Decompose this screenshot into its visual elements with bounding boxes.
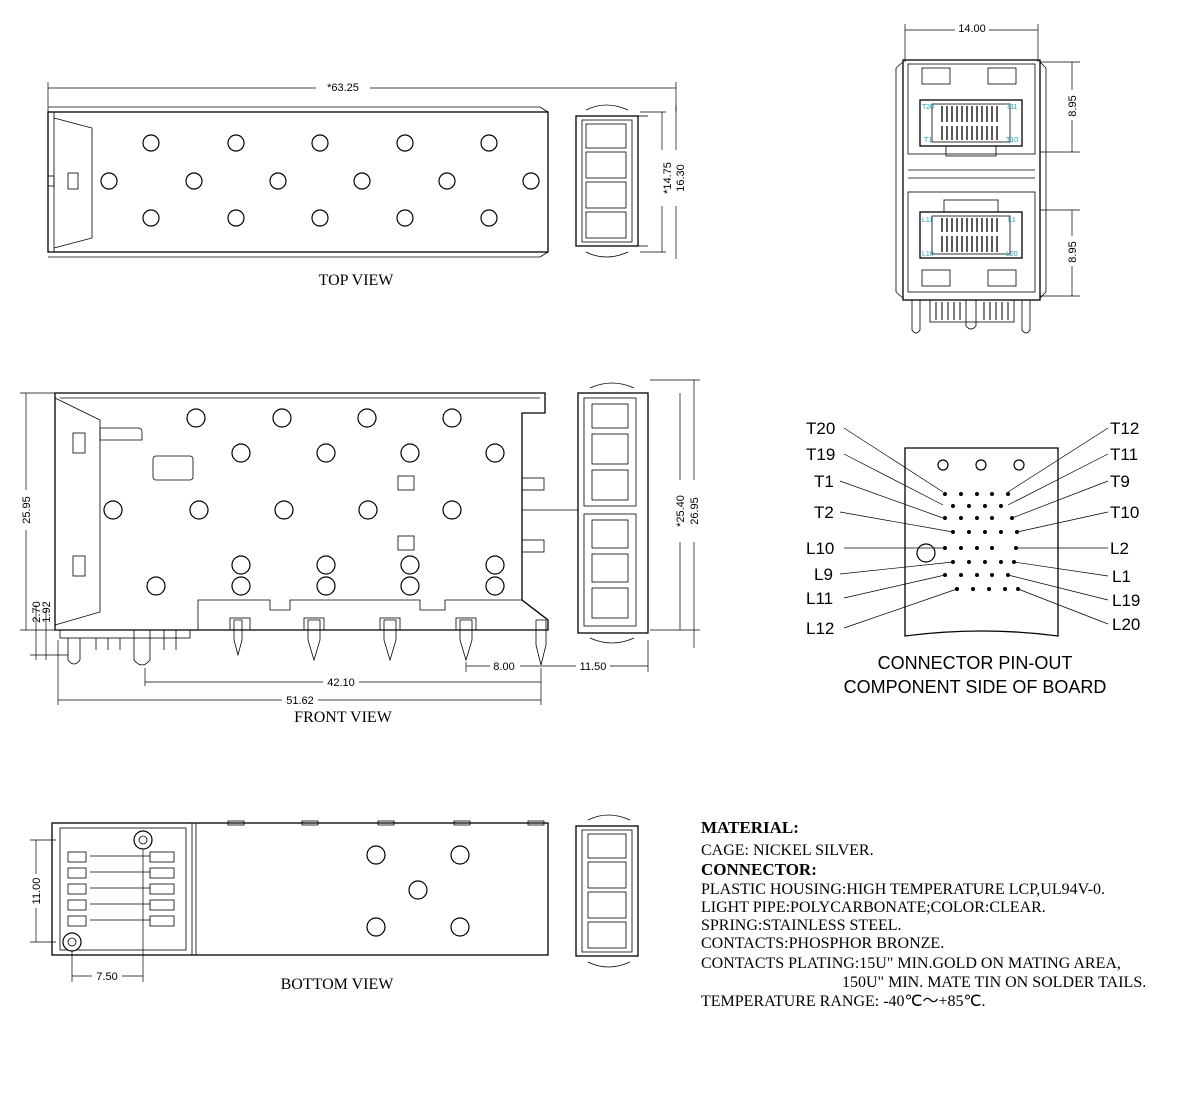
bottom-view-label: BOTTOM VIEW: [281, 976, 395, 993]
material-spring: SPRING:STAINLESS STEEL.: [701, 917, 902, 934]
cyan-label-t11: T11: [1006, 104, 1018, 111]
bottom-view: 11.00 7.50 BOTTOM VIEW: [28, 814, 639, 993]
material-plating-1: CONTACTS PLATING:15U" MIN.GOLD ON MATING…: [701, 955, 1121, 972]
top-view: *63.25: [47, 80, 687, 289]
connector-pinout: T20 T19 T1 T2 L10 L9 L11 L12 T12 T11 T9 …: [806, 419, 1140, 697]
dim-front-h-outer: 26.95: [689, 497, 701, 525]
cyan-label-l1: L1: [1008, 217, 1016, 224]
pin-label-l2: L2: [1110, 539, 1129, 558]
material-temperature: TEMPERATURE RANGE: -40℃～+85℃.: [701, 993, 986, 1010]
pin-label-t10: T10: [1110, 503, 1139, 522]
pin-label-l11: L11: [806, 589, 833, 608]
pin-label-l1: L1: [1112, 567, 1131, 586]
material-light-pipe: LIGHT PIPE:POLYCARBONATE;COLOR:CLEAR.: [701, 899, 1046, 916]
dim-top-length: *63.25: [327, 82, 359, 94]
pin-label-t2: T2: [814, 503, 834, 522]
cyan-label-t10: T10: [1006, 137, 1018, 144]
material-contacts: CONTACTS:PHOSPHOR BRONZE.: [701, 935, 944, 952]
material-cage: CAGE: NICKEL SILVER.: [701, 842, 874, 859]
dim-front-height: 25.95: [21, 496, 33, 524]
material-notes: MATERIAL: CAGE: NICKEL SILVER. CONNECTOR…: [701, 818, 1146, 1010]
cyan-label-l20: L20: [1006, 251, 1018, 258]
dim-end-h-top: 8.95: [1067, 95, 1079, 116]
top-view-label: TOP VIEW: [319, 272, 395, 289]
cyan-label-l11: L11: [922, 217, 933, 224]
pin-label-t12: T12: [1110, 419, 1139, 438]
pin-label-l9: L9: [814, 565, 833, 584]
cyan-label-t1: T1: [924, 137, 932, 144]
pin-label-l19: L19: [1112, 591, 1140, 610]
dim-front-4210: 42.10: [327, 677, 355, 689]
pinout-caption-line2: COMPONENT SIDE OF BOARD: [844, 677, 1107, 697]
pin-label-l12: L12: [806, 619, 834, 638]
dim-bottom-1100: 11.00: [31, 878, 43, 905]
dim-top-w2: 16.30: [675, 164, 687, 192]
cyan-label-l10: L10: [922, 251, 934, 258]
front-view-label: FRONT VIEW: [294, 709, 393, 726]
pin-label-l20: L20: [1112, 615, 1140, 634]
dim-front-270: 2.70: [31, 601, 43, 622]
pin-label-t1: T1: [814, 472, 834, 491]
front-view: *25.40 26.95 25.95 2.70 1.92 8.00 11.50 …: [18, 379, 702, 726]
pin-label-t19: T19: [806, 445, 835, 464]
pinout-caption-line1: CONNECTOR PIN-OUT: [878, 653, 1073, 673]
dim-front-800: 8.00: [493, 661, 514, 673]
pin-label-t20: T20: [806, 419, 835, 438]
dim-end-h-bot: 8.95: [1067, 241, 1079, 262]
dim-front-192: 1.92: [41, 601, 53, 622]
material-connector-heading: CONNECTOR:: [701, 860, 817, 879]
dim-front-1150: 11.50: [580, 661, 607, 673]
dim-end-width: 14.00: [958, 23, 986, 35]
pin-label-t11: T11: [1110, 445, 1138, 464]
material-housing: PLASTIC HOUSING:HIGH TEMPERATURE LCP,UL9…: [701, 881, 1105, 898]
material-plating-2: 150U" MIN. MATE TIN ON SOLDER TAILS.: [842, 974, 1146, 991]
pin-label-t9: T9: [1110, 472, 1130, 491]
dim-top-w1: *14.75: [662, 162, 674, 194]
pin-label-l10: L10: [806, 539, 834, 558]
dim-front-h-inner: *25.40: [675, 495, 687, 527]
dim-bottom-750: 7.50: [96, 971, 117, 983]
dim-front-5162: 51.62: [286, 695, 314, 707]
cyan-label-t20: T20: [922, 104, 934, 111]
material-heading: MATERIAL:: [701, 818, 799, 837]
end-view: 14.00 T20 T11 T1 T10: [895, 22, 1080, 334]
